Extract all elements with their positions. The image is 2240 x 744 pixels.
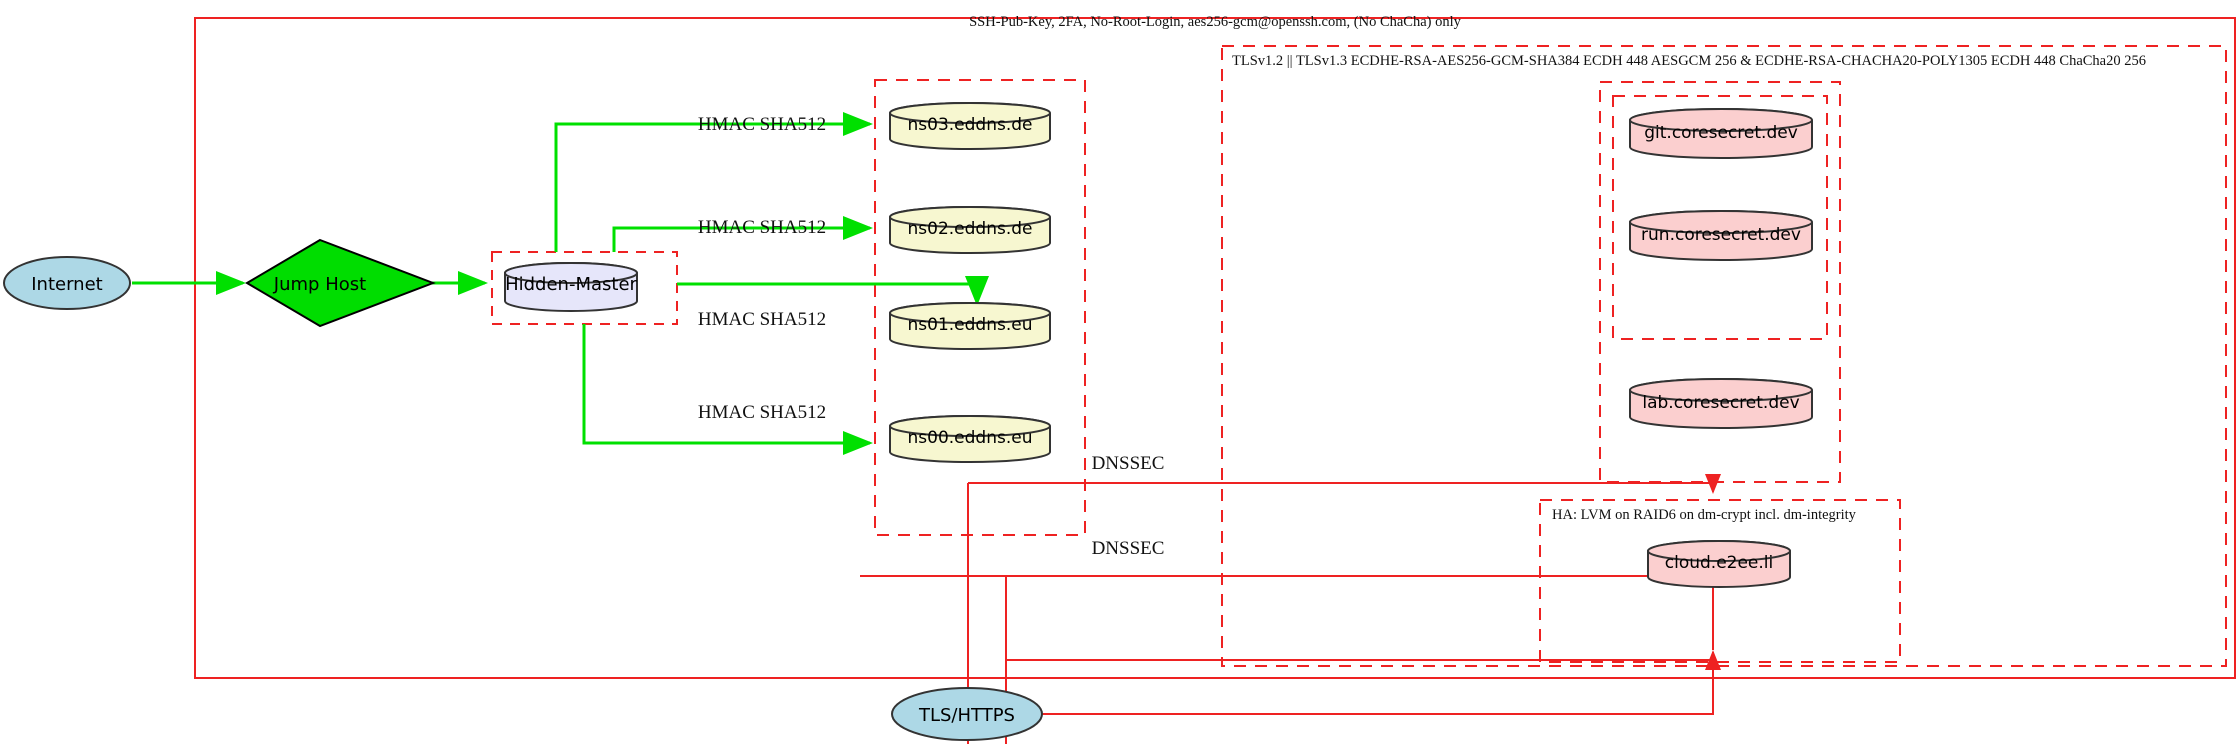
node-ns01[interactable]: ns01.eddns.eu <box>889 302 1051 350</box>
node-hidden-master[interactable]: Hidden-Master <box>504 262 638 312</box>
edge-dnssec-lower-top <box>1006 575 1714 650</box>
edge-hiddenmaster-ns01 <box>677 276 989 306</box>
edge-label-hmac-ns03: HMAC SHA512 <box>698 114 826 135</box>
node-lab-label: lab.coresecret.dev <box>1642 393 1799 413</box>
edge-hiddenmaster-ns03 <box>554 112 873 252</box>
edge-dnssec-upper-top <box>968 474 1721 494</box>
node-ns00[interactable]: ns00.eddns.eu <box>889 415 1051 463</box>
ha-zone-label: HA: LVM on RAID6 on dm-crypt incl. dm-in… <box>1552 507 1857 523</box>
node-jump-host[interactable]: Jump Host <box>245 238 436 328</box>
tls-zone <box>1221 45 2227 667</box>
node-jump-host-label: Jump Host <box>273 274 366 295</box>
ssh-zone <box>194 17 2236 679</box>
edge-label-hmac-ns01: HMAC SHA512 <box>698 309 826 330</box>
node-cloud-label: cloud.e2ee.li <box>1665 553 1773 573</box>
node-internet-label: Internet <box>31 274 102 295</box>
edge-tlshttps-right <box>1042 665 1714 715</box>
node-run-coresecret[interactable]: run.coresecret.dev <box>1629 210 1813 261</box>
node-git-coresecret[interactable]: git.coresecret.dev <box>1629 108 1813 159</box>
node-hidden-master-label: Hidden-Master <box>505 274 637 295</box>
node-lab-coresecret[interactable]: lab.coresecret.dev <box>1629 378 1813 429</box>
node-git-label: git.coresecret.dev <box>1644 123 1798 143</box>
node-ns00-label: ns00.eddns.eu <box>908 428 1033 448</box>
node-ns02[interactable]: ns02.eddns.de <box>889 206 1051 254</box>
tls-zone-label: TLSv1.2 || TLSv1.3 ECDHE-RSA-AES256-GCM-… <box>1232 53 2146 69</box>
edge-label-dnssec-lower: DNSSEC <box>1092 538 1165 559</box>
node-cloud-e2ee[interactable]: cloud.e2ee.li <box>1647 540 1791 588</box>
edge-hiddenmaster-ns00 <box>582 324 873 455</box>
node-ns03[interactable]: ns03.eddns.de <box>889 102 1051 150</box>
node-ns02-label: ns02.eddns.de <box>908 219 1033 239</box>
edge-label-hmac-ns02: HMAC SHA512 <box>698 217 826 238</box>
node-tls-https-label: TLS/HTTPS <box>918 705 1015 726</box>
edge-label-dnssec-upper: DNSSEC <box>1092 453 1165 474</box>
coresecret-inner-zone <box>1612 95 1828 340</box>
edge-label-hmac-ns00: HMAC SHA512 <box>698 402 826 423</box>
dns-cluster-zone <box>874 79 1086 536</box>
node-ns03-label: ns03.eddns.de <box>908 115 1033 135</box>
edge-tls-bottom-right <box>1006 650 1721 670</box>
node-internet[interactable]: Internet <box>3 256 131 310</box>
node-ns01-label: ns01.eddns.eu <box>908 315 1033 335</box>
node-tls-https[interactable]: TLS/HTTPS <box>891 687 1043 741</box>
edge-hiddenmaster-ns02 <box>612 216 873 252</box>
node-run-label: run.coresecret.dev <box>1641 225 1801 245</box>
ssh-zone-label: SSH-Pub-Key, 2FA, No-Root-Login, aes256-… <box>969 14 1462 30</box>
